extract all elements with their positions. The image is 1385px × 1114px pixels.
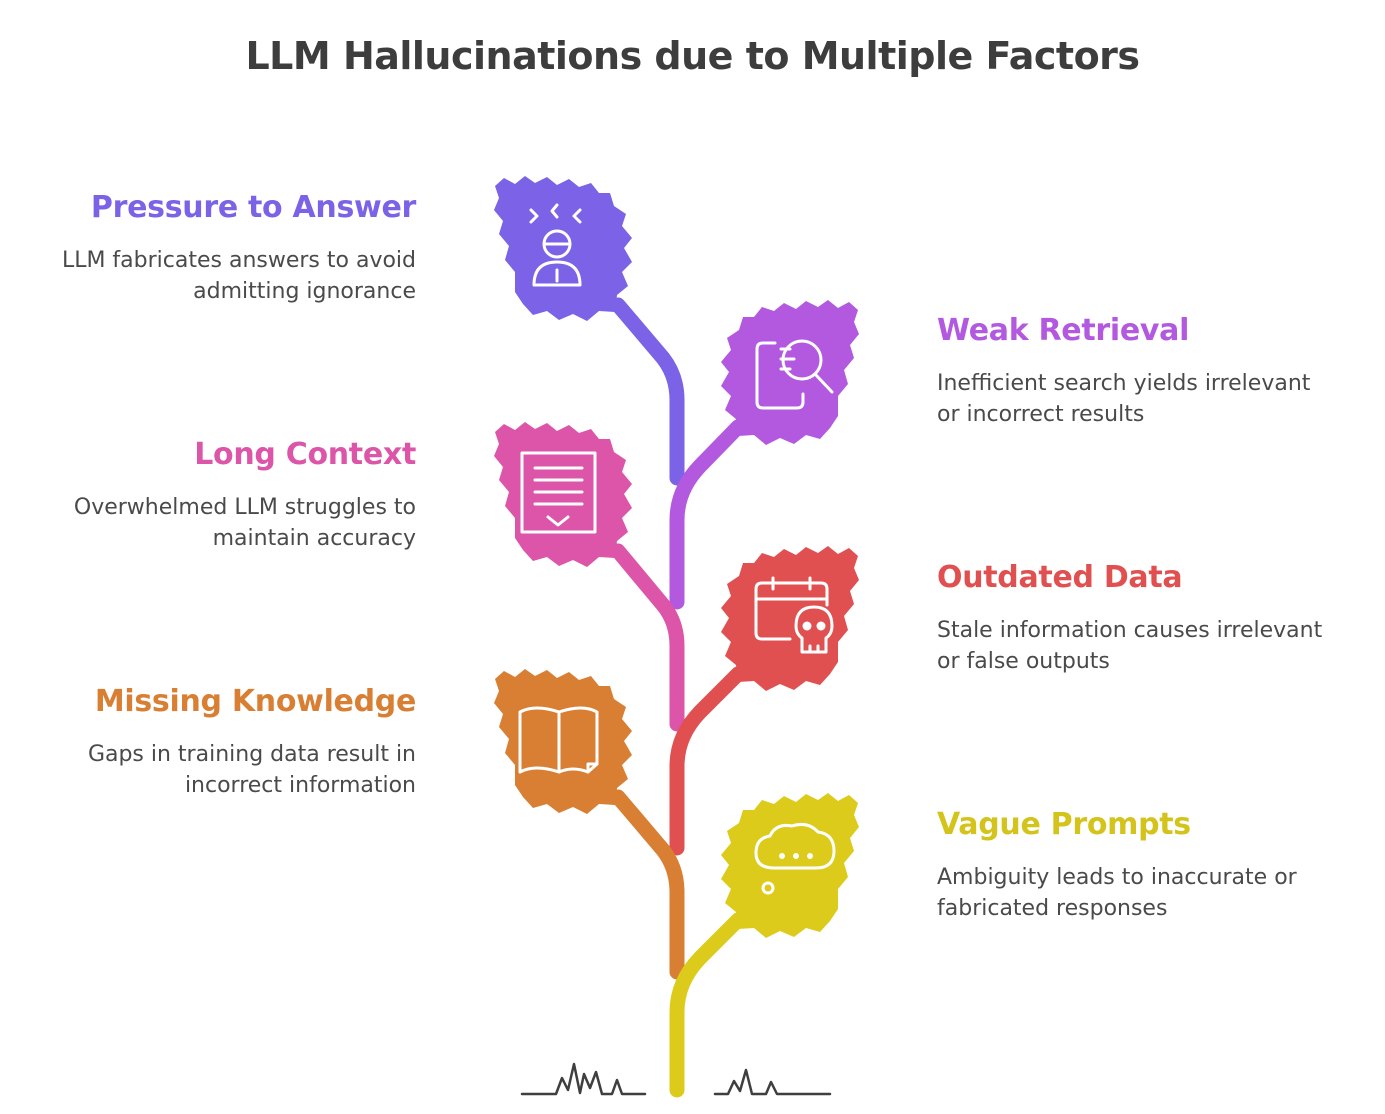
long-document-icon [520,451,597,534]
branch-context [610,543,685,732]
leaf-missing [494,669,632,814]
factor-heading: Outdated Data [937,560,1183,595]
factor-heading: Missing Knowledge [94,684,416,719]
leaf-retrieval [721,300,859,445]
factor-missing: Missing Knowledge Gaps in training data … [6,683,416,801]
factor-heading: Pressure to Answer [90,190,416,225]
factor-vague: Vague Prompts Ambiguity leads to inaccur… [937,806,1347,924]
factor-context: Long Context Overwhelmed LLM struggles t… [6,436,416,554]
calendar-skull-icon [754,576,834,654]
factor-heading: Weak Retrieval [937,313,1190,348]
stressed-person-icon [529,203,582,287]
factor-retrieval: Weak Retrieval Inefficient search yields… [937,312,1347,430]
page-title: LLM Hallucinations due to Multiple Facto… [245,34,1140,78]
factor-description: LLM fabricates answers to avoid admittin… [61,248,416,304]
factor-description: Stale information causes irrelevant or f… [937,618,1323,674]
leaf-context [494,422,632,567]
leaf-vague [721,793,859,938]
open-book-icon [518,706,599,774]
factor-description: Gaps in training data result in incorrec… [87,742,416,798]
ground-line [520,1062,832,1096]
factor-description: Overwhelmed LLM struggles to maintain ac… [73,495,416,551]
factor-heading: Vague Prompts [937,807,1191,842]
branch-outdated [669,666,746,856]
factor-description: Ambiguity leads to inaccurate or fabrica… [937,865,1297,921]
factor-pressure: Pressure to Answer LLM fabricates answer… [6,189,416,307]
leaf-outdated [721,546,859,691]
branch-missing [610,789,685,980]
factor-heading: Long Context [194,437,416,472]
document-search-icon [755,339,834,410]
branch-retrieval [669,419,746,610]
branch-pressure [610,297,685,486]
thought-bubble-icon [754,823,836,895]
factor-description: Inefficient search yields irrelevant or … [937,371,1311,427]
leaf-pressure [494,176,632,321]
branch-vague [669,912,746,1098]
factor-outdated: Outdated Data Stale information causes i… [937,559,1347,677]
